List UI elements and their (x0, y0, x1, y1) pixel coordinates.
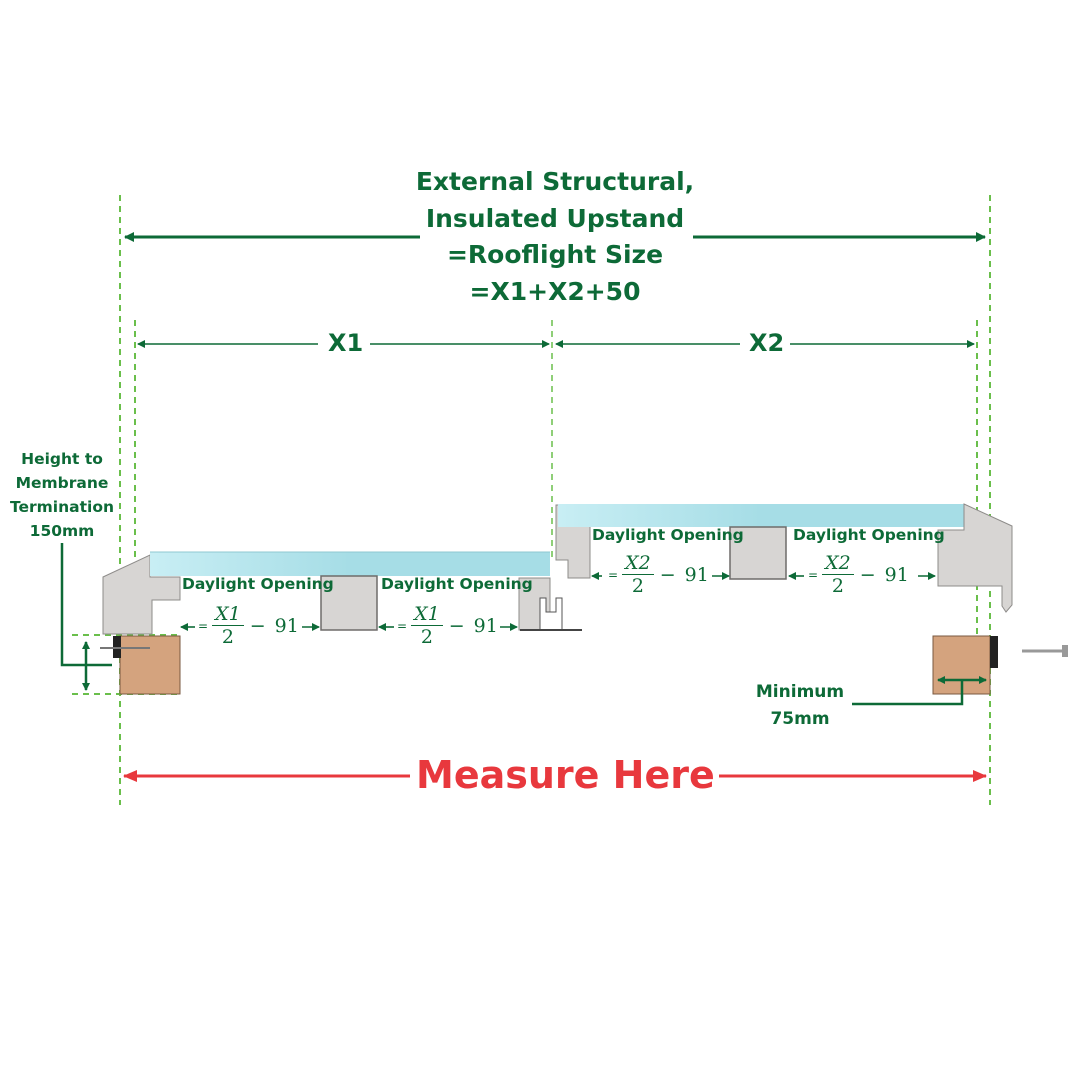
right-rooflight-section (555, 503, 1068, 695)
x1-label: X1 (322, 329, 370, 357)
right-outer-frame (937, 503, 1013, 613)
left-center-mullion (320, 575, 378, 631)
right-daylight-opening-2: Daylight Opening (793, 526, 945, 544)
left-daylight-opening-1: Daylight Opening (182, 575, 334, 593)
height-to-membrane-note: Height to Membrane Termination 150mm (9, 450, 115, 540)
minimum-75mm-note: Minimum 75mm (755, 682, 845, 729)
right-glass-2 (761, 504, 964, 527)
right-center-mullion (729, 526, 787, 580)
height-bracket (60, 543, 112, 691)
title-line-1: External Structural, (415, 167, 695, 196)
measure-here-label: Measure Here (412, 753, 719, 797)
title-line-4: =X1+X2+50 (469, 276, 641, 306)
left-glass-2 (350, 552, 550, 576)
opening-arrows (180, 572, 936, 631)
x2-label: X2 (743, 329, 791, 357)
right-daylight-opening-1: Daylight Opening (592, 526, 744, 544)
left-timber-upstand (119, 635, 181, 695)
minimum-bracket (852, 676, 987, 706)
title-line-2: Insulated Upstand (425, 203, 685, 233)
title-line-3: =Rooflight Size (446, 240, 664, 269)
left-rooflight-section (100, 551, 582, 695)
rooflight-size-title: External Structural, Insulated Upstand =… (340, 164, 770, 310)
left-daylight-opening-2: Daylight Opening (381, 575, 533, 593)
right-glass-1 (558, 504, 761, 527)
left-glass-1 (150, 552, 350, 576)
